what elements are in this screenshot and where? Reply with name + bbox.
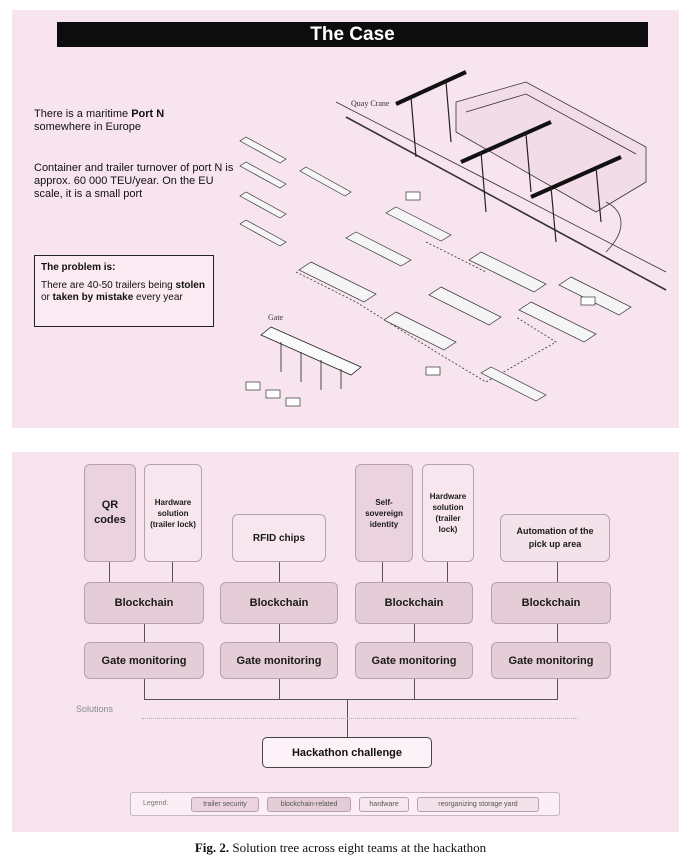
case-slide: The Case There is a maritime Port N some… [12,10,679,428]
blockchain-node-4: Blockchain [491,582,611,624]
gate-monitoring-node-4: Gate monitoring [491,642,611,679]
gate-monitoring-node-2: Gate monitoring [220,642,338,679]
turnover-text: Container and trailer turnover of port N… [34,162,234,200]
hackathon-challenge-node: Hackathon challenge [262,737,432,768]
gate-monitoring-node-1: Gate monitoring [84,642,204,679]
legend-trailer-security: trailer security [191,797,259,812]
gate-label: Gate [268,313,284,322]
blockchain-node-3: Blockchain [355,582,473,624]
solutions-label: Solutions [76,704,114,714]
intro-text: There is a maritime Port N somewhere in … [34,108,165,133]
legend-label: Legend: [143,800,169,807]
problem-box: The problem is: There are 40-50 trailers… [34,255,214,327]
container-stacks [239,136,632,402]
blockchain-node-2: Blockchain [220,582,338,624]
quay-crane-label: Quay Crane [351,99,390,108]
quay-edge [335,101,667,273]
legend-reorganizing-storage-yard: reorganizing storage yard [417,797,539,812]
blockchain-node-1: Blockchain [84,582,204,624]
trucks [245,191,596,407]
legend-hardware: hardware [359,797,409,812]
problem-text: There are 40-50 trailers being stolen or… [41,280,205,303]
quay-cranes [395,70,622,199]
gate-monitoring-node-3: Gate monitoring [355,642,473,679]
problem-title: The problem is: [41,262,116,273]
solution-rfid-chips: RFID chips [232,514,326,562]
legend: Legend: trailer security blockchain-rela… [130,792,560,816]
figure-number: Fig. 2. [194,840,230,855]
ship-hull [455,81,647,213]
slide-title: The Case [57,22,648,47]
port-illustration: Quay Crane Gate [239,70,667,407]
legend-blockchain-related: blockchain-related [267,797,351,812]
gate-building [260,326,362,390]
figure-caption: Fig. 2. Solution tree across eight teams… [0,840,681,856]
caption-text: Solution tree across eight teams at the … [229,840,487,855]
solutions-divider [142,718,578,719]
crane-rail [345,116,667,291]
